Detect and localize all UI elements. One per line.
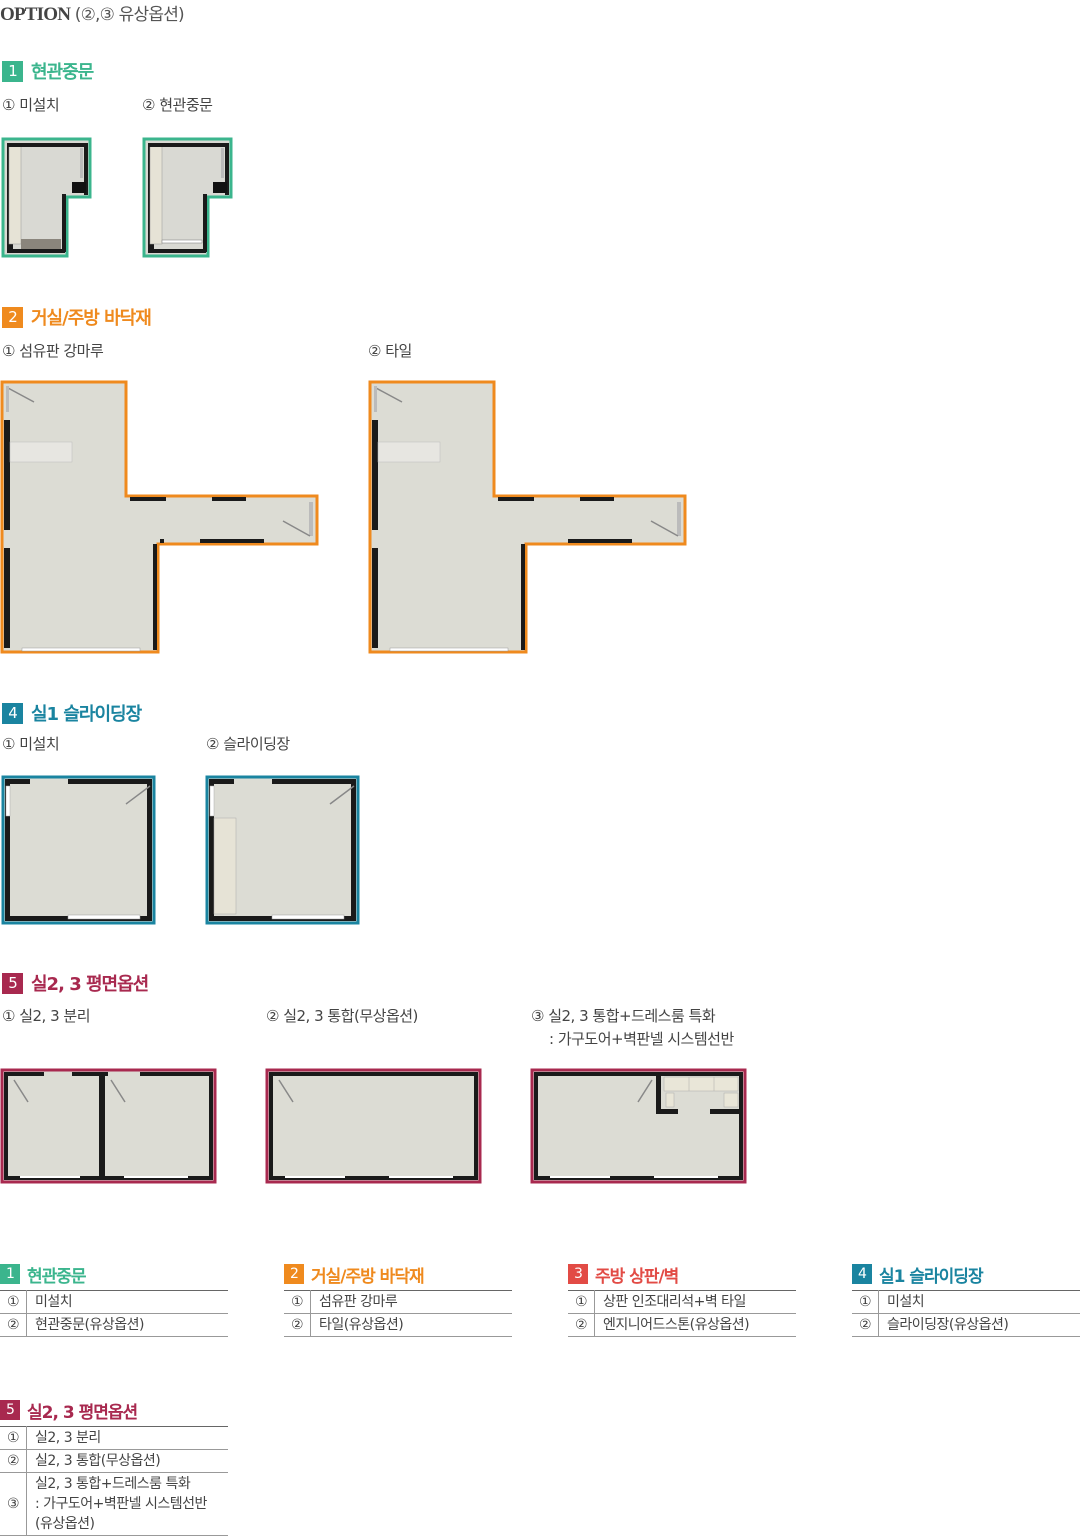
- summary-table-2-title: 거실/주방 바닥재: [311, 1266, 425, 1287]
- page-title-main: OPTION: [0, 4, 71, 25]
- summary-table-3-title: 주방 상판/벽: [595, 1266, 679, 1287]
- section-5-title: 실2, 3 평면옵션: [31, 974, 149, 995]
- section-2-title: 거실/주방 바닥재: [31, 308, 152, 329]
- summary-table-3-number: 3: [568, 1264, 588, 1284]
- table-cell-line: : 가구도어+벽판넬 시스템선반: [35, 1496, 207, 1512]
- entrance-plan-no-door: [1, 137, 92, 258]
- section-1-title: 현관중문: [31, 62, 94, 83]
- room23-plan-separate: [0, 1068, 217, 1184]
- section-5-option-3-label-line1: ③ 실2, 3 통합+드레스룸 특화: [531, 1007, 716, 1025]
- entrance-plan-with-door: [142, 137, 233, 258]
- section-1-number: 1: [2, 60, 23, 82]
- summary-table-1-header: 1 현관중문: [0, 1262, 228, 1287]
- summary-table-4-number: 4: [852, 1264, 872, 1284]
- section-4-header: 4 실1 슬라이딩장: [2, 700, 142, 726]
- section-1-option-2-label: ② 현관중문: [142, 96, 213, 114]
- summary-table-5-number: 5: [0, 1400, 20, 1420]
- section-4-option-2-label: ② 슬라이딩장: [206, 735, 290, 753]
- section-2-number: 2: [2, 306, 23, 328]
- page-title: OPTION (②,③ 유상옵션): [0, 0, 185, 26]
- section-5-option-3-label-line2: : 가구도어+벽판넬 시스템선반: [549, 1030, 734, 1048]
- section-5-option-2-label: ② 실2, 3 통합(무상옵션): [266, 1007, 418, 1025]
- section-5-number: 5: [2, 972, 23, 994]
- summary-table-1-number: 1: [0, 1264, 20, 1284]
- summary-table-5-header: 5 실2, 3 평면옵션: [0, 1398, 228, 1423]
- summary-table-4-header: 4 실1 슬라이딩장: [852, 1262, 1080, 1287]
- section-2-option-1-label: ① 섬유판 강마루: [2, 342, 104, 360]
- section-1-option-1-label: ① 미설치: [2, 96, 60, 114]
- summary-table-2-header: 2 거실/주방 바닥재: [284, 1262, 512, 1287]
- table-row: ③ 실2, 3 통합+드레스룸 특화 : 가구도어+벽판넬 시스템선반 (유상옵…: [0, 1472, 228, 1536]
- section-5-header: 5 실2, 3 평면옵션: [2, 970, 149, 996]
- room23-plan-combined: [265, 1068, 482, 1184]
- summary-table-3-header: 3 주방 상판/벽: [568, 1262, 796, 1287]
- summary-table-4-title: 실1 슬라이딩장: [879, 1266, 984, 1287]
- table-cell-line: (유상옵션): [35, 1516, 95, 1532]
- room1-plan-sliding-closet: [205, 775, 360, 925]
- table-cell-line: 실2, 3 통합+드레스룸 특화: [35, 1476, 191, 1492]
- floor-plan-wood: [0, 380, 319, 654]
- section-5-option-1-label: ① 실2, 3 분리: [2, 1007, 91, 1025]
- section-2-header: 2 거실/주방 바닥재: [2, 304, 152, 330]
- floor-plan-tile: [368, 380, 687, 654]
- section-4-option-1-label: ① 미설치: [2, 735, 60, 753]
- section-1-header: 1 현관중문: [2, 58, 94, 84]
- summary-table-5-title: 실2, 3 평면옵션: [27, 1402, 138, 1423]
- room23-plan-dressroom: [530, 1068, 747, 1184]
- section-4-title: 실1 슬라이딩장: [31, 704, 142, 725]
- summary-table-2-number: 2: [284, 1264, 304, 1284]
- room1-plan-no-closet: [1, 775, 156, 925]
- page-title-sub: (②,③ 유상옵션): [74, 5, 185, 25]
- section-4-number: 4: [2, 702, 23, 724]
- section-2-option-2-label: ② 타일: [368, 342, 412, 360]
- summary-table-1-title: 현관중문: [27, 1266, 87, 1287]
